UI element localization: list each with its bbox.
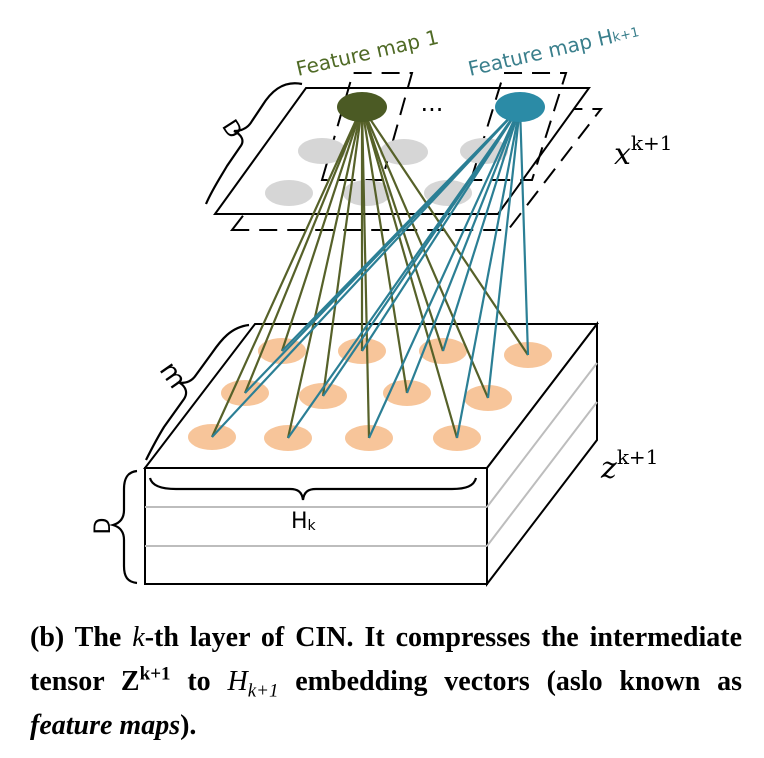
grey-circle [265, 180, 313, 206]
cin-layer-diagram: ... Feature map 1 Feature map Hk+1 D m D… [91, 18, 673, 587]
z-k1-label: zk+1 [600, 445, 658, 486]
hk-label: Hk [291, 509, 317, 534]
embedding-circles [188, 338, 552, 451]
connection-line-olive [321, 106, 364, 397]
brace-left-d [109, 469, 138, 585]
feature-map-hk1-connections [211, 106, 530, 439]
grey-circle [298, 138, 346, 164]
feature-map-hk1-node [495, 92, 545, 122]
connection-line-teal [287, 106, 521, 439]
grey-circle [343, 180, 391, 206]
grey-circle [380, 139, 428, 165]
connection-line-teal [486, 106, 522, 399]
feature-map-1-dashed-box [320, 72, 414, 181]
connection-line-olive [360, 106, 459, 439]
feature-map-plane [213, 72, 604, 231]
feature-map-hk1-label: Feature map Hk+1 [466, 18, 641, 81]
connection-line-olive [243, 106, 364, 394]
figure-caption: (b) The k-th layer of CIN. It compresses… [30, 622, 743, 741]
connection-line-teal [518, 106, 530, 356]
connection-line-teal [455, 106, 522, 439]
feature-map-hk1-dashed-box [469, 72, 568, 181]
tensor-front-face [144, 467, 488, 585]
x-k1-label: xk+1 [614, 131, 673, 172]
brace-m [145, 323, 250, 461]
connection-line-teal [441, 106, 522, 352]
slice-line-side-2 [486, 401, 598, 547]
ellipsis-label: ... [421, 89, 444, 117]
connection-line-olive [361, 106, 529, 356]
brace-top-d [204, 82, 303, 205]
connection-line-olive [360, 106, 409, 394]
connection-line-olive [210, 106, 364, 438]
connection-line-teal [367, 106, 522, 439]
connection-line-olive [286, 106, 364, 439]
brace-hk [148, 477, 478, 501]
connection-line-teal [361, 106, 521, 352]
dim-left-d-label: D [91, 518, 116, 535]
feature-map-1-node [337, 92, 387, 122]
connection-line-olive [280, 106, 364, 352]
connection-line-teal [211, 106, 521, 438]
slice-line-side-1 [486, 362, 598, 508]
connection-line-teal [405, 106, 522, 394]
